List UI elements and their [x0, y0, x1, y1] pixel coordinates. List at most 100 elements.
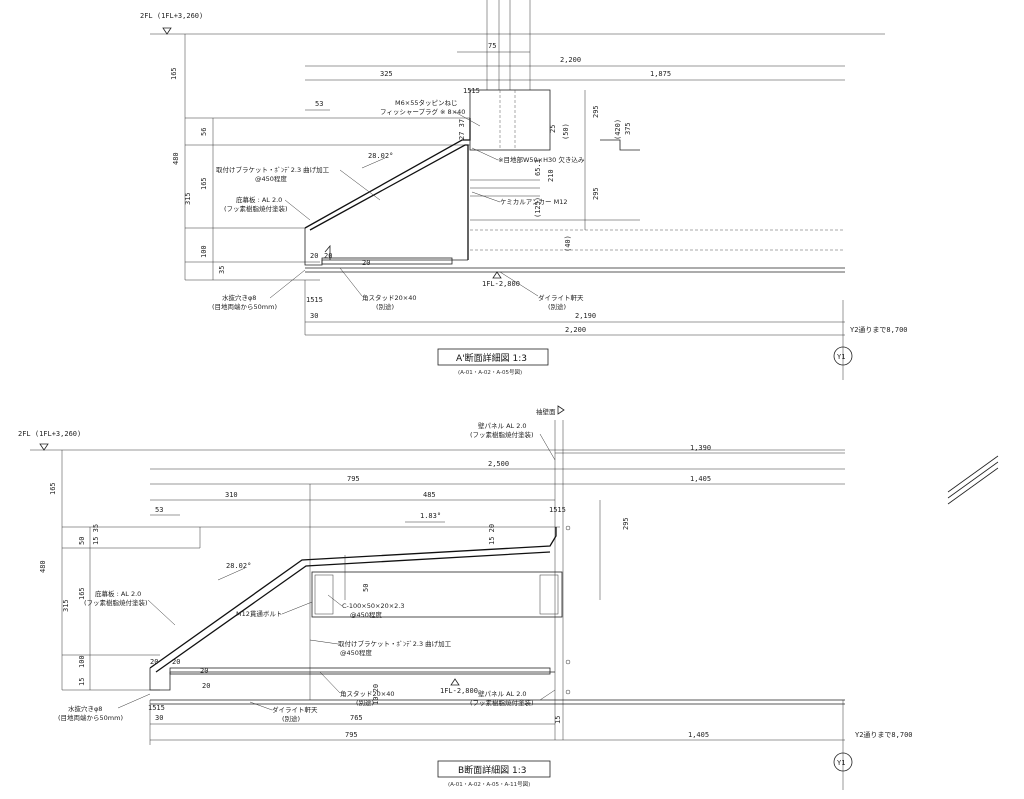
section-b-axis-bubble: [833, 752, 853, 772]
dim-100: 100: [200, 245, 208, 258]
dim-30: 30: [155, 714, 163, 722]
dim-165a: 165: [49, 482, 57, 495]
level-marker-icon: [162, 27, 172, 35]
section-a-1fl-label: 1FL-2,800: [482, 280, 520, 288]
dim-53: 53: [315, 100, 323, 108]
section-a-soffit-finish: (フッ素樹脂焼付塗装): [224, 204, 288, 213]
section-b-channel-label: C-100×50×20×2.3: [342, 602, 405, 610]
section-a-drain-note: (目地両端から50mm): [212, 302, 277, 311]
dim-20a: 20: [310, 252, 318, 260]
section-a-detail: 2FL (1FL+3,260) 75 2,200 325 1,875 165 4…: [140, 0, 908, 380]
section-a-axis-bubble: [833, 346, 853, 366]
dim-1515: 1515: [549, 506, 566, 514]
dim-420: (420): [614, 119, 622, 140]
dim-295: 295: [622, 517, 630, 530]
section-b-stud-label: 角スタッド20×40: [340, 689, 395, 698]
dim-20b: 20: [172, 658, 180, 666]
dim-765: 765: [350, 714, 363, 722]
section-a-drain-label: 水抜穴きφ8: [222, 293, 256, 302]
section-b-channel-pitch: @450程度: [350, 610, 382, 619]
dim-1405-bot: 1,405: [688, 731, 709, 739]
section-a-anchor-label: ケミカルアンカー M12: [500, 198, 568, 206]
wall-face-marker-icon: [557, 405, 565, 415]
section-b-angle-2: 28.02°: [226, 562, 251, 570]
section-a-y2-note: Y2通りまで8,700: [850, 325, 908, 334]
section-b-bracket-pitch: @450程度: [340, 648, 372, 657]
dim-65: 65.3: [534, 159, 542, 176]
level-marker-icon: [492, 271, 502, 279]
section-a-soffit-panel: [304, 118, 471, 229]
dim-295a: 295: [592, 105, 600, 118]
section-b-channel: [311, 571, 563, 618]
dim-480: 480: [172, 152, 180, 165]
dim-20c: 20: [362, 259, 370, 267]
dim-50b: 50: [362, 584, 370, 592]
dim-20b: 20: [324, 252, 332, 260]
section-a-title-box: [437, 348, 549, 366]
section-b-y2-note: Y2通りまで8,700: [855, 730, 913, 739]
section-b-ceiling-note: (別途): [282, 714, 300, 723]
section-b-bracket-label: 取付けブラケット・ﾎﾞﾝﾃﾞ2.3 曲げ加工: [338, 639, 452, 648]
section-a-joint-label: ※目地部W50×H30 欠き込み: [498, 155, 585, 164]
dim-315: 315: [62, 599, 70, 612]
section-a-refs: (A-01・A-02・A-05号図): [458, 369, 522, 376]
section-a-ceiling-label: ダイライト軒天: [538, 293, 584, 302]
dim-325: 325: [380, 70, 393, 78]
dim-795-bot: 795: [345, 731, 358, 739]
bolt-icon: [565, 525, 571, 531]
section-b-title-box: [437, 760, 551, 778]
section-b-ceiling-label: ダイライト軒天: [272, 705, 318, 714]
section-b-angle-1: 1.83°: [420, 512, 441, 520]
dim-2200-top: 2,200: [560, 56, 581, 64]
section-b-detail: 2FL (1FL+3,260) 袖壁面 1,390 2,500 795 1,40…: [18, 405, 999, 790]
dim-1535: 15 35: [92, 524, 100, 545]
dim-210: 210: [547, 169, 555, 182]
dim-485: 485: [423, 491, 436, 499]
dim-2190: 2,190: [575, 312, 596, 320]
section-b-wall-face: 袖壁面: [536, 407, 556, 416]
dim-1020: 10 20: [372, 684, 380, 705]
level-marker-icon: [39, 443, 49, 451]
section-a-plug-label: フィッシャープラグ ※ 8×40: [380, 107, 465, 116]
level-marker-icon: [450, 678, 460, 686]
dim-165b: 165: [200, 177, 208, 190]
dim-50: 50: [78, 537, 86, 545]
section-b-wall-panel-bot-label: 壁パネル AL 2.0: [478, 689, 527, 698]
section-b-axis-label: Y1: [837, 759, 845, 767]
dim-310: 310: [225, 491, 238, 499]
section-b-soffit-panel: [149, 527, 557, 669]
section-b-drain-note: (目地両端から50mm): [58, 713, 123, 722]
section-b-wall-panel-top-label: 壁パネル AL 2.0: [478, 421, 527, 430]
section-a-stud: [321, 257, 453, 265]
dim-53: 53: [155, 506, 163, 514]
dim-295b: 295: [592, 187, 600, 200]
dim-20c: 20: [200, 667, 208, 675]
dim-375: 375: [624, 122, 632, 135]
section-a-bracket-pitch: @450程度: [255, 174, 287, 183]
section-b-title: B断面詳細図 1:3: [458, 764, 527, 776]
dim-1515: 1515: [463, 87, 480, 95]
dim-30: 30: [310, 312, 318, 320]
section-a-screw-label: M6×55タッピンねじ: [395, 98, 457, 107]
dim-795-top: 795: [347, 475, 360, 483]
section-b-refs: (A-01・A-02・A-05・A-11号図): [448, 781, 530, 788]
dim-125: (125): [534, 197, 542, 218]
section-a-stud-note: (別途): [376, 302, 394, 311]
section-a-ceiling-note: (別途): [548, 302, 566, 311]
section-b-stud-note: (別途): [356, 698, 374, 707]
section-a-2fl-label: 2FL (1FL+3,260): [140, 12, 203, 20]
section-a-axis-label: Y1: [837, 353, 845, 361]
section-a-bracket-label: 取付けブラケット・ﾎﾞﾝﾃﾞ2.3 曲げ加工: [216, 165, 330, 174]
dim-1520: 15 20: [488, 524, 496, 545]
dim-1390: 1,390: [690, 444, 711, 452]
dim-56: 56: [200, 128, 208, 136]
dim-50: (50): [562, 123, 570, 140]
section-b-2fl-label: 2FL (1FL+3,260): [18, 430, 81, 438]
dim-1515b: 1515: [306, 296, 323, 304]
dim-2737: 27 37: [458, 119, 466, 140]
section-b-1fl-label: 1FL-2,800: [440, 687, 478, 695]
dim-480: 480: [39, 560, 47, 573]
section-b-stud: [169, 667, 551, 675]
dim-75: 75: [488, 42, 496, 50]
